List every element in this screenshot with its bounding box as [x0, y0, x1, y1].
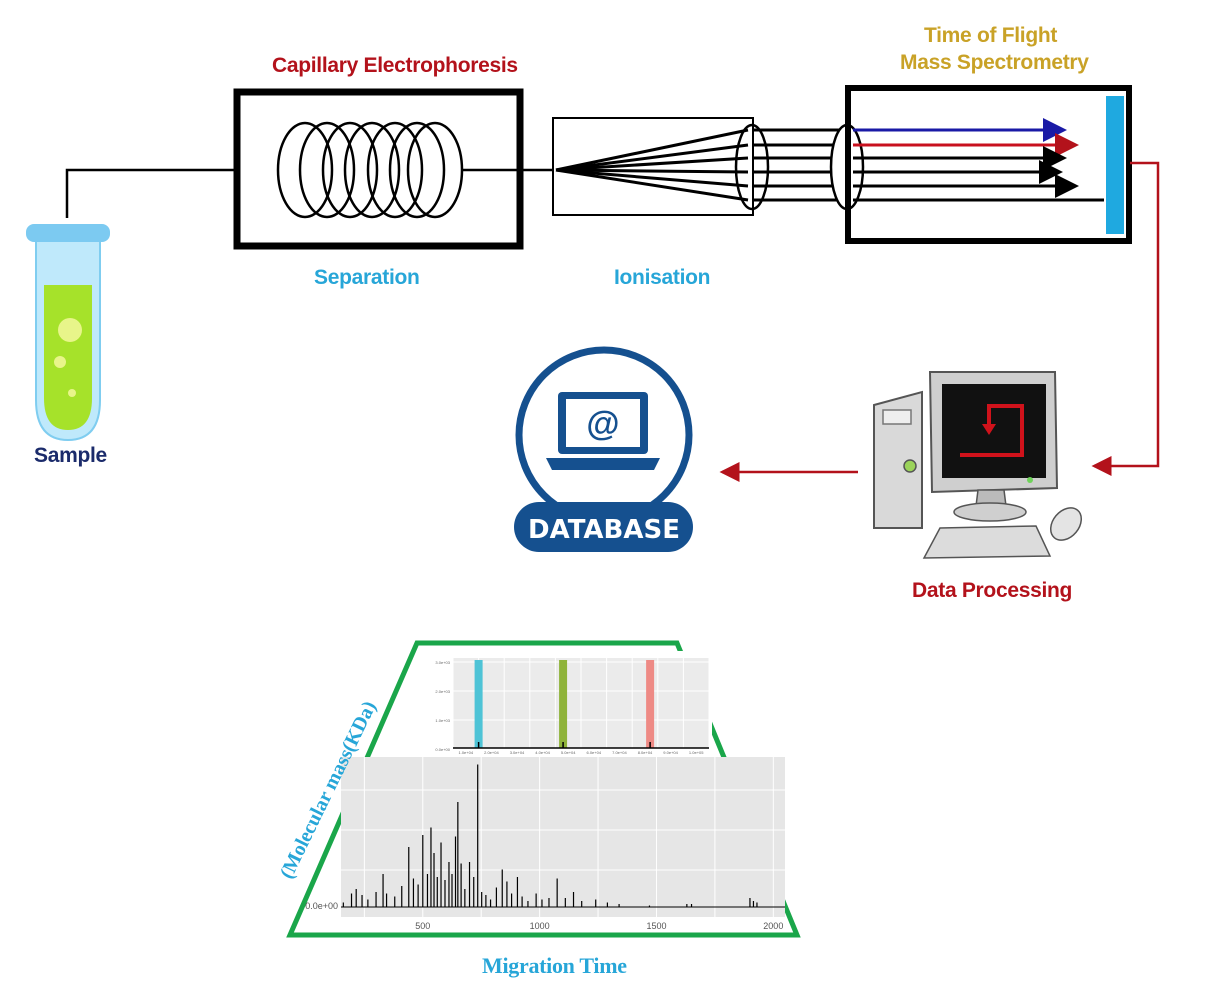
- at-symbol: @: [586, 405, 619, 443]
- computer-icon: [873, 371, 1083, 559]
- test-tube-icon: [26, 224, 110, 442]
- main-chart: 0.0e+00 500 1000 1500 2000: [305, 757, 785, 931]
- laptop-icon: [546, 392, 660, 470]
- inset-x-tick-label: 1.0e+04: [459, 750, 474, 755]
- inset-x-tick-label: 4.0e+04: [535, 750, 550, 755]
- inset-x-tick-label: 9.0e+04: [663, 750, 678, 755]
- sample-label: Sample: [34, 444, 107, 467]
- y-tick-zero: 0.0e+00: [305, 901, 338, 911]
- sample-wire: [65, 168, 278, 218]
- inset-y-tick-label: 3.0e+03: [435, 660, 450, 665]
- x-tick-label: 500: [415, 921, 430, 931]
- detector: [1106, 96, 1124, 234]
- lens-1: [734, 123, 770, 211]
- ionisation-box: [552, 117, 770, 216]
- inset-band: [474, 660, 483, 748]
- tof-title-line1: Time of Flight: [924, 24, 1058, 47]
- capillary-electrophoresis-title: Capillary Electrophoresis: [272, 54, 518, 77]
- inset-x-tick-label: 1.0e+05: [689, 750, 704, 755]
- inset-y-tick-label: 0.0e+00: [435, 747, 450, 752]
- inset-x-tick-label: 3.0e+04: [510, 750, 525, 755]
- database-label: DATABASE: [528, 515, 680, 545]
- inset-x-tick-label: 2.0e+04: [484, 750, 499, 755]
- inset-y-tick-label: 2.0e+03: [435, 689, 450, 694]
- x-tick-label: 2000: [763, 921, 783, 931]
- x-tick-label: 1000: [530, 921, 550, 931]
- tof-box: [845, 85, 1132, 244]
- migration-time-label: Migration Time: [482, 953, 627, 978]
- database-icon: @ DATABASE: [514, 346, 693, 552]
- inset-band: [646, 660, 655, 748]
- mouse-icon: [1049, 507, 1083, 541]
- inset-x-tick-label: 7.0e+04: [612, 750, 627, 755]
- inset-x-tick-label: 5.0e+04: [561, 750, 576, 755]
- data-processing-label: Data Processing: [912, 579, 1073, 602]
- inset-y-tick-label: 1.0e+03: [435, 718, 450, 723]
- capillary-coil: [276, 121, 464, 219]
- inset-chart: 3.0e+03 2.0e+03 1.0e+03 0.0e+00 1.0e+04 2.0e…: [428, 651, 712, 757]
- inset-x-tick-label: 8.0e+04: [638, 750, 653, 755]
- inset-band: [559, 660, 568, 748]
- separation-label: Separation: [314, 266, 420, 289]
- capillary-electrophoresis-box: [233, 88, 556, 250]
- tof-title-line2: Mass Spectrometry: [900, 51, 1089, 74]
- tof-to-computer-arrow: [1091, 161, 1160, 476]
- inset-x-tick-label: 6.0e+04: [587, 750, 602, 755]
- ionisation-label: Ionisation: [614, 266, 711, 289]
- x-tick-label: 1500: [646, 921, 666, 931]
